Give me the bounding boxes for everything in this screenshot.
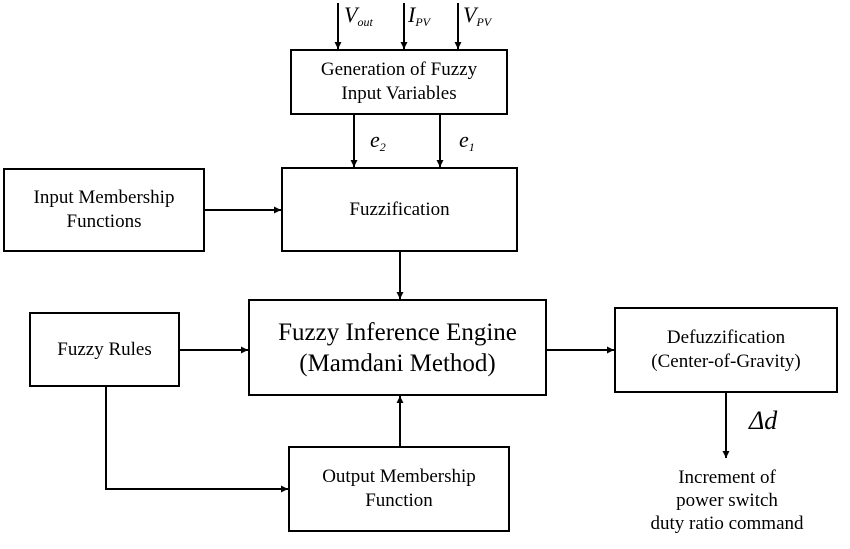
block-fuzzification-line-1: Fuzzification bbox=[349, 198, 450, 220]
block-generation-line-1: Generation of Fuzzy bbox=[320, 59, 478, 80]
label-vpv: VPV bbox=[463, 2, 492, 29]
block-fuzzy-rules-line-1: Fuzzy Rules bbox=[57, 338, 152, 360]
label-delta-d: Δd bbox=[749, 406, 778, 435]
output-line-1: Increment of bbox=[678, 467, 776, 488]
block-defuzzification-line-1: Defuzzification bbox=[666, 327, 786, 348]
block-inference-line-1: Fuzzy Inference Engine bbox=[278, 318, 517, 346]
label-e1: e1 bbox=[459, 127, 475, 154]
block-generation-line-2: Input Variables bbox=[341, 83, 457, 104]
arrow-rules-output-mf bbox=[105, 387, 288, 493]
output-line-3: duty ratio command bbox=[650, 513, 804, 534]
label-e2: e2 bbox=[370, 127, 386, 154]
label-ipv: IPV bbox=[408, 2, 430, 29]
block-input-membership-line-1: Input Membership bbox=[33, 187, 175, 208]
block-output-membership-line-2: Function bbox=[365, 490, 433, 511]
block-inference-line-2: (Mamdani Method) bbox=[299, 349, 496, 377]
block-output-membership: Output Membership Function bbox=[288, 446, 510, 532]
block-input-membership: Input Membership Functions bbox=[3, 168, 205, 252]
block-defuzzification: Defuzzification (Center-of-Gravity) bbox=[614, 307, 838, 393]
block-fuzzification: Fuzzification bbox=[281, 167, 518, 252]
block-output-membership-line-1: Output Membership bbox=[322, 466, 476, 487]
block-inference-engine: Fuzzy Inference Engine (Mamdani Method) bbox=[248, 299, 547, 396]
output-line-2: power switch bbox=[676, 490, 778, 511]
output-description: Increment of power switch duty ratio com… bbox=[636, 466, 818, 535]
block-fuzzy-rules: Fuzzy Rules bbox=[29, 312, 180, 387]
label-vout: Vout bbox=[344, 2, 373, 29]
block-generation: Generation of Fuzzy Input Variables bbox=[290, 49, 508, 115]
block-input-membership-line-2: Functions bbox=[66, 211, 142, 232]
block-defuzzification-line-2: (Center-of-Gravity) bbox=[651, 351, 801, 372]
